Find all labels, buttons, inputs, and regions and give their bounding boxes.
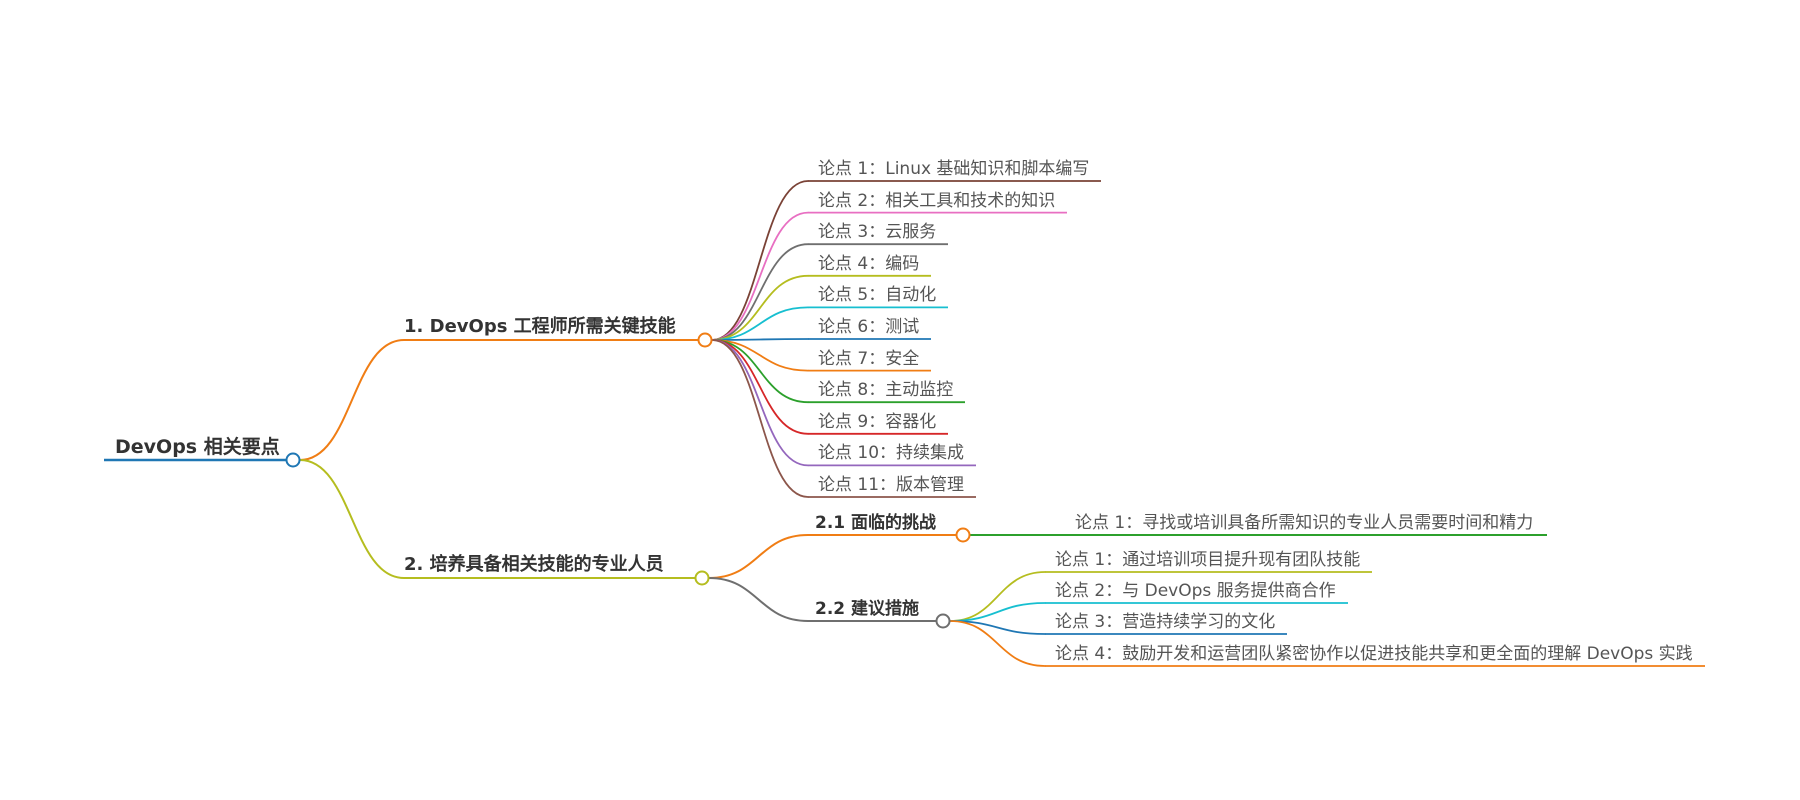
- skills-knob: [697, 332, 713, 348]
- edge-recommendation-4: [949, 620, 1046, 667]
- recommendation-point-2[interactable]: 论点 2：与 DevOps 服务提供商合作: [1055, 581, 1336, 601]
- skill-point-7[interactable]: 论点 7：安全: [818, 348, 920, 369]
- edge-root-to-skills: [299, 339, 405, 461]
- training-knob: [694, 570, 710, 586]
- edge-skill-8: [711, 339, 809, 404]
- edge-skill-3: [711, 243, 809, 341]
- edge-training-sub-2: [708, 577, 809, 622]
- expand-collapse-knobs: [285, 332, 971, 629]
- training-sub-2-knob: [935, 613, 951, 629]
- recommendation-point-3[interactable]: 论点 3：营造持续学习的文化: [1055, 612, 1276, 632]
- skill-point-2[interactable]: 论点 2：相关工具和技术的知识: [818, 190, 1056, 211]
- connector-lines: [299, 180, 1046, 667]
- edge-root-to-training: [299, 459, 405, 579]
- skill-point-8[interactable]: 论点 8：主动监控: [818, 380, 954, 401]
- edge-skill-11: [711, 339, 809, 498]
- training-sub-1-knob: [955, 527, 971, 543]
- root-node-label[interactable]: DevOps 相关要点: [115, 436, 280, 458]
- root-knob: [285, 452, 301, 468]
- edge-skill-6: [711, 338, 809, 341]
- edge-training-sub-1: [708, 534, 809, 579]
- edge-skill-5: [711, 306, 809, 341]
- edge-skill-1: [711, 180, 809, 341]
- edge-recommendation-3: [949, 620, 1046, 635]
- skill-point-4[interactable]: 论点 4：编码: [818, 253, 920, 274]
- recommendation-point-4[interactable]: 论点 4：鼓励开发和运营团队紧密协作以促进技能共享和更全面的理解 DevOps …: [1055, 644, 1693, 664]
- edge-recommendation-1: [949, 571, 1046, 622]
- skill-point-10[interactable]: 论点 10：持续集成: [818, 443, 965, 464]
- recommendations-label[interactable]: 2.2 建议措施: [815, 599, 920, 619]
- recommendation-point-1[interactable]: 论点 1：通过培训项目提升现有团队技能: [1055, 550, 1361, 570]
- skill-point-1[interactable]: 论点 1：Linux 基础知识和脚本编写: [818, 159, 1090, 179]
- edge-skill-10: [711, 339, 809, 467]
- challenges-label[interactable]: 2.1 面临的挑战: [815, 513, 937, 533]
- skill-point-5[interactable]: 论点 5：自动化: [818, 285, 937, 306]
- node-underlines: [104, 180, 1705, 667]
- branch-skills-label[interactable]: 1. DevOps 工程师所需关键技能: [404, 316, 676, 337]
- skill-point-11[interactable]: 论点 11：版本管理: [818, 475, 965, 495]
- edge-recommendation-2: [949, 602, 1046, 622]
- branch-training-label[interactable]: 2. 培养具备相关技能的专业人员: [404, 554, 664, 575]
- edge-skill-2: [711, 211, 809, 341]
- skill-point-3[interactable]: 论点 3：云服务: [818, 222, 937, 243]
- edge-skill-7: [711, 339, 809, 372]
- skill-point-9[interactable]: 论点 9：容器化: [818, 411, 937, 432]
- challenge-point-1[interactable]: 论点 1：寻找或培训具备所需知识的专业人员需要时间和精力: [1075, 513, 1534, 533]
- skill-point-6[interactable]: 论点 6：测试: [818, 317, 920, 337]
- edge-skill-4: [711, 274, 809, 341]
